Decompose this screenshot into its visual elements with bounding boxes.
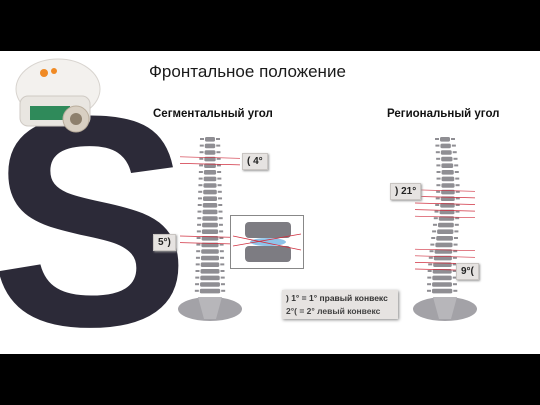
vertebra [436, 170, 459, 175]
vertebra [430, 242, 458, 248]
roller-device-icon [15, 58, 101, 133]
vertebra [432, 229, 459, 234]
angle-line [414, 255, 476, 258]
vertebra [436, 156, 458, 162]
vertebra [195, 282, 225, 287]
vertebra [435, 137, 455, 142]
angle-line [414, 189, 476, 192]
heading-segmental: Сегментальный угол [153, 108, 273, 120]
pelvis [413, 297, 477, 321]
vertebra [431, 236, 458, 241]
vertebra [199, 143, 221, 149]
vertebra [196, 229, 224, 234]
angle-line [414, 196, 476, 199]
vertebra [427, 269, 457, 274]
angle-line [414, 209, 476, 212]
vertebra [194, 288, 226, 294]
vertebra [195, 269, 225, 274]
vertebra-zoom-inset [230, 215, 304, 269]
pelvis [178, 297, 242, 321]
vertebra [195, 275, 225, 281]
heading-regional: Региональный угол [387, 108, 500, 120]
label-regional-top: ) 21° [390, 183, 422, 200]
angle-line [414, 202, 476, 205]
slide-title: Фронтальное положение [149, 62, 346, 81]
vertebra [197, 216, 223, 221]
vertebra [436, 183, 460, 188]
vertebra [436, 176, 460, 182]
vertebra [436, 163, 459, 168]
label-segmental-top: ( 4° [242, 153, 268, 170]
vertebra [198, 170, 222, 175]
angle-line [179, 163, 241, 166]
vertebra [197, 203, 223, 208]
vertebra [196, 249, 224, 254]
angle-line [414, 248, 476, 252]
slide: S Фронтальное положение Сегментальный уг… [0, 51, 540, 354]
vertebra [197, 222, 223, 228]
label-segmental-bottom: 5°) [153, 234, 176, 251]
spine-left [178, 137, 242, 321]
vertebra [427, 282, 457, 287]
angle-line [414, 215, 476, 219]
vertebra-zoom-drawing [232, 222, 302, 262]
angle-line [179, 156, 241, 159]
legend-line-1: ) 1° = 1° правый конвекс [286, 293, 388, 303]
vertebra [199, 150, 221, 155]
spine-right [413, 137, 477, 321]
vertebra [435, 143, 456, 149]
vertebra [197, 196, 223, 201]
vertebra [198, 176, 222, 182]
vertebra [198, 183, 222, 188]
vertebra [195, 262, 225, 267]
vertebra [426, 288, 458, 294]
vertebra [200, 137, 220, 142]
vertebra [432, 222, 459, 228]
vertebra [195, 255, 225, 261]
label-regional-bottom: 9°( [456, 263, 479, 280]
legend-box: ) 1° = 1° правый конвекс 2°( = 2° левый … [282, 290, 398, 319]
vertebra [197, 209, 223, 215]
vertebra [198, 189, 222, 195]
vertebra [427, 275, 457, 281]
legend-line-2: 2°( = 2° левый конвекс [286, 306, 381, 316]
vertebra [435, 150, 457, 155]
